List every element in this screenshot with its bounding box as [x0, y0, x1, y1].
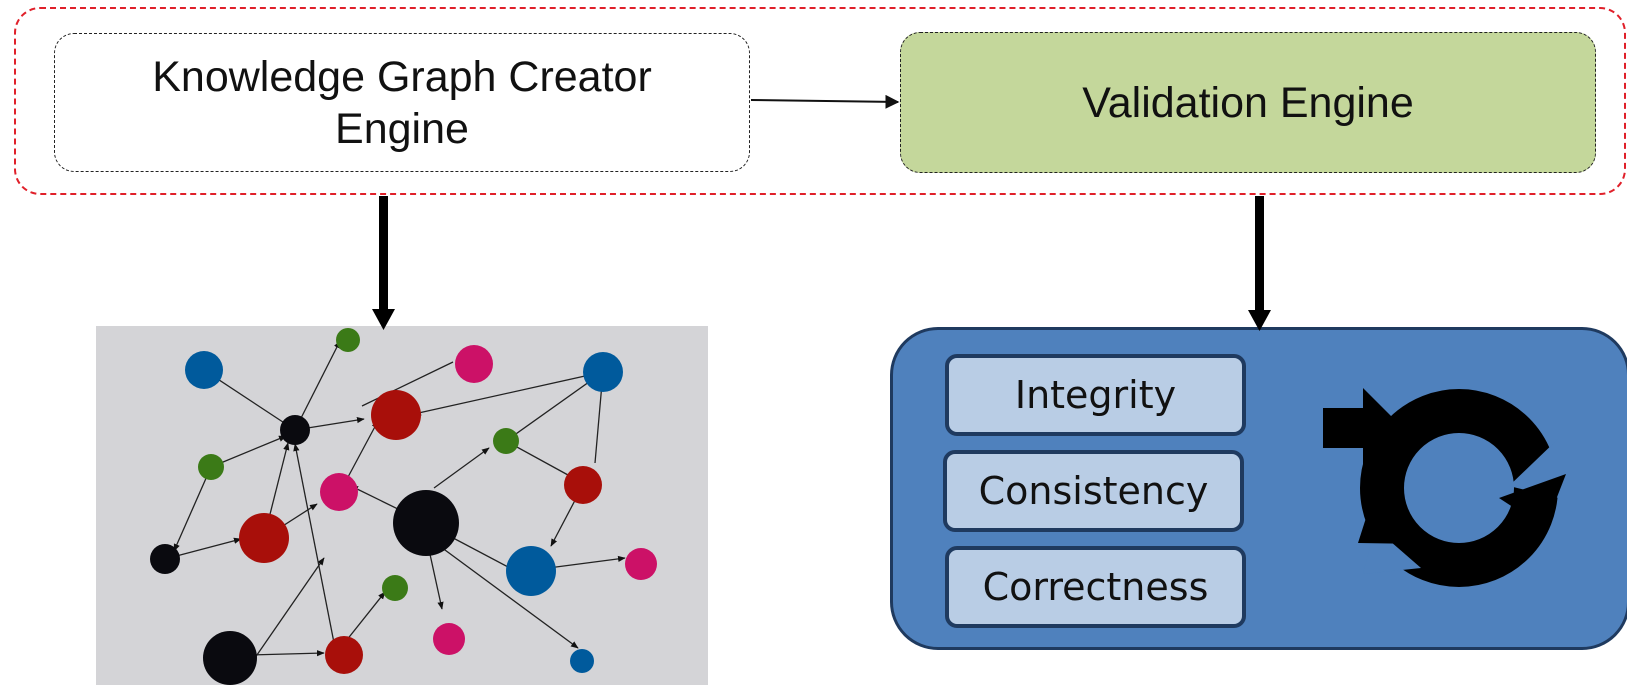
- graph-edge: [294, 340, 341, 431]
- graph-edge: [173, 466, 212, 552]
- graph-node: [203, 631, 257, 685]
- graph-node: [493, 428, 519, 454]
- graph-node: [625, 548, 657, 580]
- graph-edge: [425, 535, 579, 649]
- graph-edge: [249, 557, 325, 666]
- engine-group-outline: [14, 7, 1626, 195]
- graph-edge: [433, 447, 490, 489]
- graph-nodes: [150, 328, 657, 685]
- graph-node: [320, 473, 358, 511]
- refresh-cycle-icon: [1323, 388, 1566, 587]
- graph-node: [393, 490, 459, 556]
- validation-engine-label: Validation Engine: [1082, 78, 1414, 127]
- graph-edges: [164, 340, 626, 666]
- validation-down-arrow-head: [1248, 310, 1271, 331]
- correctness-check-box[interactable]: Correctness: [945, 546, 1246, 628]
- graph-edge: [413, 371, 604, 416]
- graph-node: [336, 328, 360, 352]
- graph-node: [382, 575, 408, 601]
- graph-node: [564, 466, 602, 504]
- graph-node: [433, 623, 465, 655]
- consistency-check-box[interactable]: Consistency: [943, 450, 1244, 532]
- graph-node: [280, 415, 310, 445]
- kg-down-arrow-head: [372, 309, 395, 330]
- knowledge-graph-illustration: [96, 326, 708, 685]
- graph-node: [506, 546, 556, 596]
- graph-edge: [249, 650, 325, 657]
- graph-node: [371, 390, 421, 440]
- graph-node: [185, 351, 223, 389]
- graph-node: [455, 345, 493, 383]
- graph-node: [150, 544, 180, 574]
- graph-node: [583, 352, 623, 392]
- graph-edge: [345, 591, 386, 642]
- graph-node: [239, 513, 289, 563]
- validation-down-arrow-shaft: [1255, 196, 1264, 310]
- graph-edge: [350, 485, 405, 513]
- knowledge-graph-creator-engine-box[interactable]: Knowledge Graph Creator Engine: [54, 33, 750, 172]
- validation-engine-box[interactable]: Validation Engine: [900, 32, 1596, 173]
- integrity-check-box[interactable]: Integrity: [945, 354, 1246, 436]
- knowledge-graph-creator-engine-label: Knowledge Graph Creator Engine: [152, 52, 652, 153]
- graph-edge: [210, 435, 287, 468]
- graph-node: [570, 649, 594, 673]
- kg-down-arrow-shaft: [379, 196, 388, 309]
- knowledge-graph-network: [150, 328, 657, 685]
- graph-node: [325, 636, 363, 674]
- kg-to-validation-arrow: [750, 94, 900, 109]
- graph-edge: [293, 443, 337, 654]
- graph-node: [198, 454, 224, 480]
